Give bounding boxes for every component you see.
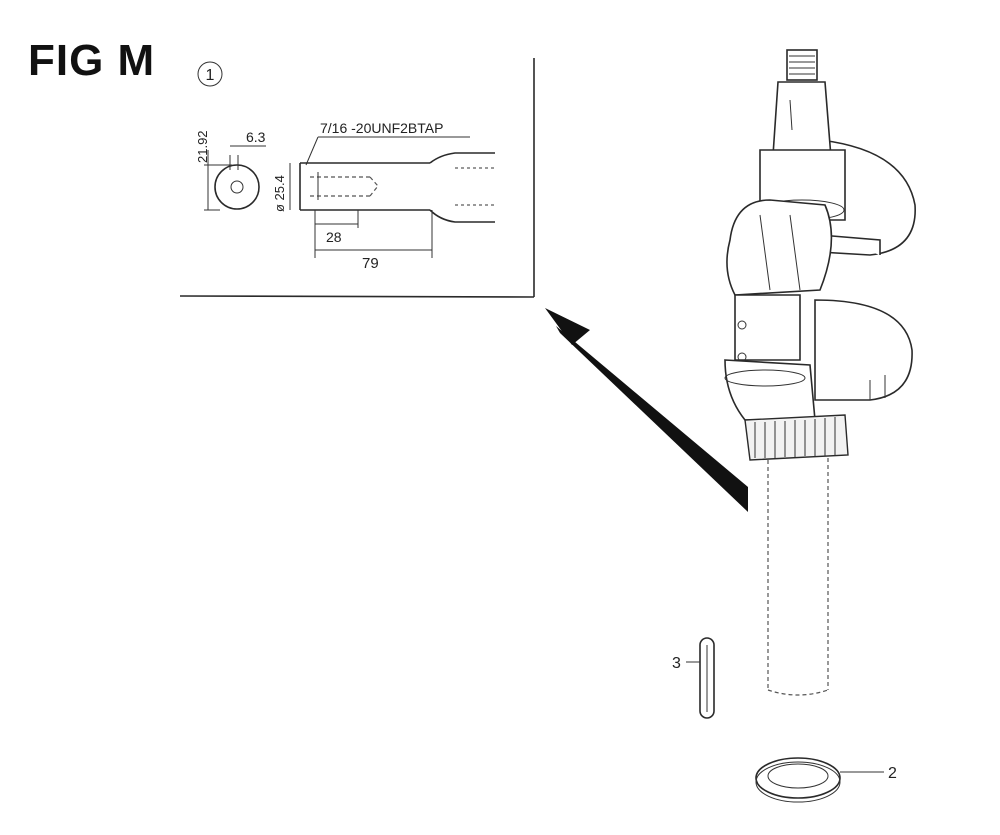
shaft-side-view [299, 152, 495, 223]
dim-depth-label: 28 [326, 229, 342, 245]
dim-key-width-label: 6.3 [246, 129, 266, 145]
detail-inset: 1 21.92 6.3 7/16 -20UNF2BTAP [179, 58, 535, 298]
crank-gear [744, 414, 849, 461]
figure-title: FIG M [28, 36, 156, 85]
dim-diameter-label: ø 25.4 [272, 175, 287, 212]
detail-pointer-arrow [545, 308, 748, 512]
part-2-seal: 2 [755, 757, 897, 803]
inset-frame-bottom [179, 295, 535, 298]
part-3-key: 3 [672, 637, 715, 719]
dim-length-label: 79 [362, 255, 379, 272]
detail-callout-circle [197, 61, 223, 87]
part-3-label: 3 [672, 655, 681, 672]
dim-height-label: 21.92 [195, 130, 210, 163]
detail-callout-number: 1 [206, 67, 215, 84]
part-2-label: 2 [888, 765, 897, 782]
crankshaft [724, 49, 916, 696]
shaft-end-hole [230, 180, 244, 194]
thread-spec-label: 7/16 -20UNF2BTAP [320, 120, 443, 136]
shaft-end-view [214, 164, 260, 210]
